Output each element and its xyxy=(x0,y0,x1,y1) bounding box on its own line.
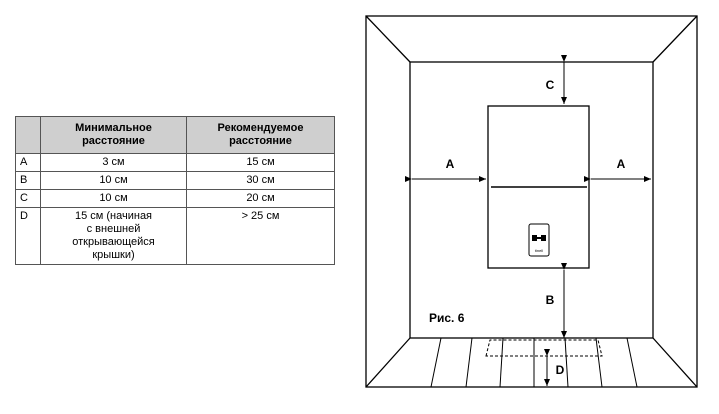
device-brand: tinell xyxy=(535,248,543,253)
header-key xyxy=(15,116,41,154)
floor-planks xyxy=(430,337,638,388)
door-clearance-area xyxy=(485,339,603,357)
label-d: D xyxy=(556,363,565,377)
control-panel-icon: tinell xyxy=(528,223,550,257)
row-rec: 30 см xyxy=(186,171,335,190)
room-outline xyxy=(365,15,698,388)
table-row: D 15 см (начиная с внешней открывающейся… xyxy=(15,207,335,265)
row-rec: > 25 см xyxy=(186,207,335,265)
row-key: D xyxy=(15,207,41,265)
table-row: A 3 см 15 см xyxy=(15,153,335,172)
table-row: B 10 см 30 см xyxy=(15,171,335,190)
table-row: C 10 см 20 см xyxy=(15,189,335,208)
label-b: B xyxy=(546,293,555,307)
label-c: C xyxy=(546,78,555,92)
row-min: 15 см (начиная с внешней открывающейся к… xyxy=(40,207,187,265)
heater-unit: tinell xyxy=(487,105,590,269)
label-a-left: A xyxy=(446,157,455,171)
figure-caption: Рис. 6 xyxy=(429,311,465,325)
dimension-arrows xyxy=(405,55,651,386)
label-a-right: A xyxy=(617,157,626,171)
clearance-table: Минимальное расстояние Рекомендуемое рас… xyxy=(15,116,335,265)
